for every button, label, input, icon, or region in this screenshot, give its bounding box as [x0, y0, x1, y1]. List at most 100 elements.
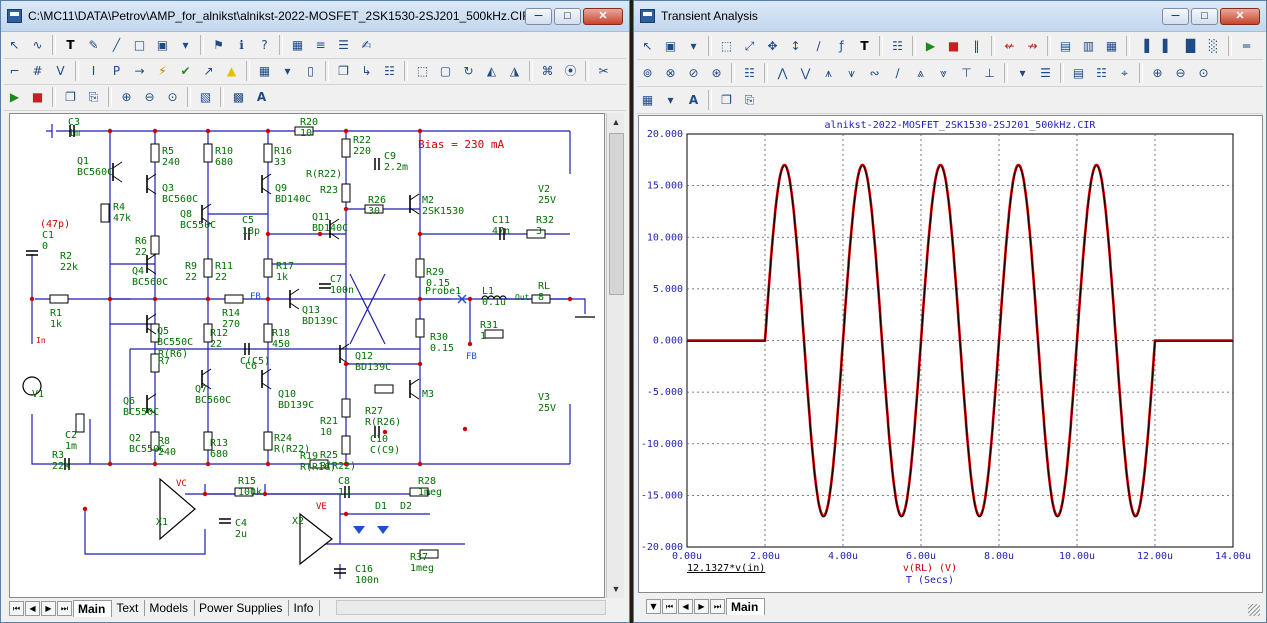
- zoom-out-icon[interactable]: ⊖: [144, 89, 155, 104]
- lightning-icon[interactable]: ⚡: [158, 63, 167, 78]
- route-icon[interactable]: ↳: [361, 63, 372, 78]
- properties-icon[interactable]: ☷: [744, 65, 755, 80]
- pencil-icon[interactable]: ✎: [88, 37, 99, 52]
- color-palette-icon[interactable]: ▩: [232, 89, 245, 104]
- arrow-right-icon[interactable]: →: [134, 63, 145, 78]
- select-arrow-icon[interactable]: ↖: [642, 38, 653, 53]
- bottom-icon[interactable]: ⊥: [984, 65, 995, 80]
- last-page-icon[interactable]: ⏭: [57, 600, 72, 616]
- triangle-warning-icon[interactable]: ▲: [226, 63, 237, 78]
- high-icon[interactable]: ⩚: [825, 65, 832, 80]
- grid-icon[interactable]: ▦: [641, 92, 654, 107]
- tab-main[interactable]: Main: [726, 597, 766, 615]
- maximize-button[interactable]: □: [554, 8, 581, 25]
- wire-icon[interactable]: ∿: [32, 37, 43, 52]
- dropdown-icon[interactable]: ▾: [182, 37, 189, 52]
- zoom-fit-icon[interactable]: ⊙: [167, 89, 178, 104]
- tab-text[interactable]: Text: [112, 600, 146, 616]
- data-icon[interactable]: ▤: [1072, 65, 1085, 80]
- binoculars-icon[interactable]: ⦿: [564, 63, 577, 78]
- tile3-icon[interactable]: ▦: [1105, 38, 1118, 53]
- zoom-all-icon[interactable]: ⊛: [711, 65, 722, 80]
- zoom-out-icon[interactable]: ⊖: [1175, 65, 1186, 80]
- next-page-icon[interactable]: ▶: [41, 600, 56, 616]
- split-h-icon[interactable]: ═: [1242, 38, 1251, 53]
- minimize-button[interactable]: ─: [1162, 8, 1189, 25]
- maximize-button[interactable]: □: [1191, 8, 1218, 25]
- dropdown-icon[interactable]: ▾: [1019, 65, 1026, 80]
- low-icon[interactable]: ⩛: [848, 65, 855, 80]
- dropdown-icon[interactable]: ▾: [667, 92, 674, 107]
- component-icon[interactable]: ▣: [156, 37, 169, 52]
- resize-grip-icon[interactable]: [1248, 604, 1260, 616]
- dropdown-icon[interactable]: ▾: [690, 38, 697, 53]
- scroll-down-arrow-icon[interactable]: ▼: [611, 584, 621, 594]
- tile-icon[interactable]: ▤: [1059, 38, 1072, 53]
- cursor-right-icon[interactable]: ↛: [1027, 38, 1038, 53]
- copy-icon[interactable]: ❐: [338, 63, 349, 78]
- page2-icon[interactable]: ▌: [1162, 38, 1173, 53]
- scroll-up-arrow-icon[interactable]: ▲: [611, 117, 621, 127]
- list-icon[interactable]: ☰: [338, 37, 349, 52]
- function-icon[interactable]: ƒ: [839, 38, 844, 53]
- mirror-icon[interactable]: ◮: [509, 63, 520, 78]
- inflection-icon[interactable]: ∾: [869, 65, 880, 80]
- tag-icon[interactable]: ⌖: [1121, 65, 1128, 80]
- zoom-box-icon[interactable]: ⬚: [720, 38, 733, 53]
- pan-vertical-icon[interactable]: ↕: [790, 38, 801, 53]
- close-button[interactable]: ✕: [583, 8, 623, 25]
- cursor-left-icon[interactable]: ↚: [1004, 38, 1015, 53]
- zoom-y-icon[interactable]: ⊘: [688, 65, 699, 80]
- stop-icon[interactable]: ■: [947, 38, 960, 53]
- tab-info[interactable]: Info: [289, 600, 321, 616]
- slope-icon[interactable]: ∕: [816, 38, 821, 53]
- minimize-button[interactable]: ─: [525, 8, 552, 25]
- run-icon[interactable]: ▶: [925, 38, 936, 53]
- power-icon[interactable]: P: [112, 63, 121, 78]
- top-icon[interactable]: ⊤: [961, 65, 972, 80]
- current-icon[interactable]: I: [91, 63, 96, 78]
- info-icon[interactable]: ℹ: [239, 37, 244, 52]
- help-icon[interactable]: ?: [261, 37, 268, 52]
- global-low-icon[interactable]: ⩔: [940, 65, 947, 80]
- arrow-icon[interactable]: ↗: [203, 63, 214, 78]
- paste-icon[interactable]: ⎘: [744, 92, 755, 107]
- fill-icon[interactable]: ▧: [199, 89, 212, 104]
- dropdown-icon[interactable]: ▾: [284, 63, 291, 78]
- copy-icon[interactable]: ❐: [721, 92, 732, 107]
- paste-icon[interactable]: ⎘: [88, 89, 99, 104]
- page-icon[interactable]: ▯: [307, 63, 314, 78]
- line-tool-icon[interactable]: ╱: [112, 37, 121, 52]
- node-voltage-icon[interactable]: V: [56, 63, 65, 78]
- zoom-reset-icon[interactable]: ⊚: [642, 65, 653, 80]
- last-page-icon[interactable]: ⏭: [710, 598, 725, 614]
- schematic-horizontal-scrollbar[interactable]: [336, 600, 606, 615]
- text-tool-icon[interactable]: T: [66, 37, 75, 52]
- cut-icon[interactable]: ✂: [598, 63, 609, 78]
- rotate-icon[interactable]: ↻: [463, 63, 474, 78]
- pause-icon[interactable]: ‖: [973, 38, 980, 53]
- box-tool-icon[interactable]: □: [133, 37, 146, 52]
- find-icon[interactable]: ⌘: [541, 63, 554, 78]
- comment-icon[interactable]: ▢: [439, 63, 452, 78]
- node-numbers-icon[interactable]: #: [32, 63, 43, 78]
- close-button[interactable]: ✕: [1220, 8, 1260, 25]
- box-select-icon[interactable]: ⬚: [416, 63, 429, 78]
- split-v-icon[interactable]: ║: [1259, 36, 1267, 57]
- zoom-x-icon[interactable]: ⊗: [665, 65, 676, 80]
- pin-icon[interactable]: ⌐: [9, 63, 20, 78]
- label-icon[interactable]: ☷: [1096, 65, 1107, 80]
- valley-icon[interactable]: ⋁: [800, 65, 811, 80]
- page3-icon[interactable]: █: [1185, 38, 1196, 53]
- select-arrow-icon[interactable]: ↖: [9, 37, 20, 52]
- pan-icon[interactable]: ✥: [767, 38, 778, 53]
- stop-icon[interactable]: ■: [31, 89, 44, 104]
- list-icon[interactable]: ☰: [1040, 65, 1051, 80]
- component-icon[interactable]: ▣: [664, 38, 677, 53]
- prev-page-icon[interactable]: ◀: [25, 600, 40, 616]
- flip-icon[interactable]: ◭: [486, 63, 497, 78]
- grid-icon[interactable]: ▦: [258, 63, 271, 78]
- plot-area[interactable]: alnikst-2022-MOSFET_2SK1530-2SJ201_500kH…: [638, 115, 1263, 593]
- flag-icon[interactable]: ⚑: [213, 37, 224, 52]
